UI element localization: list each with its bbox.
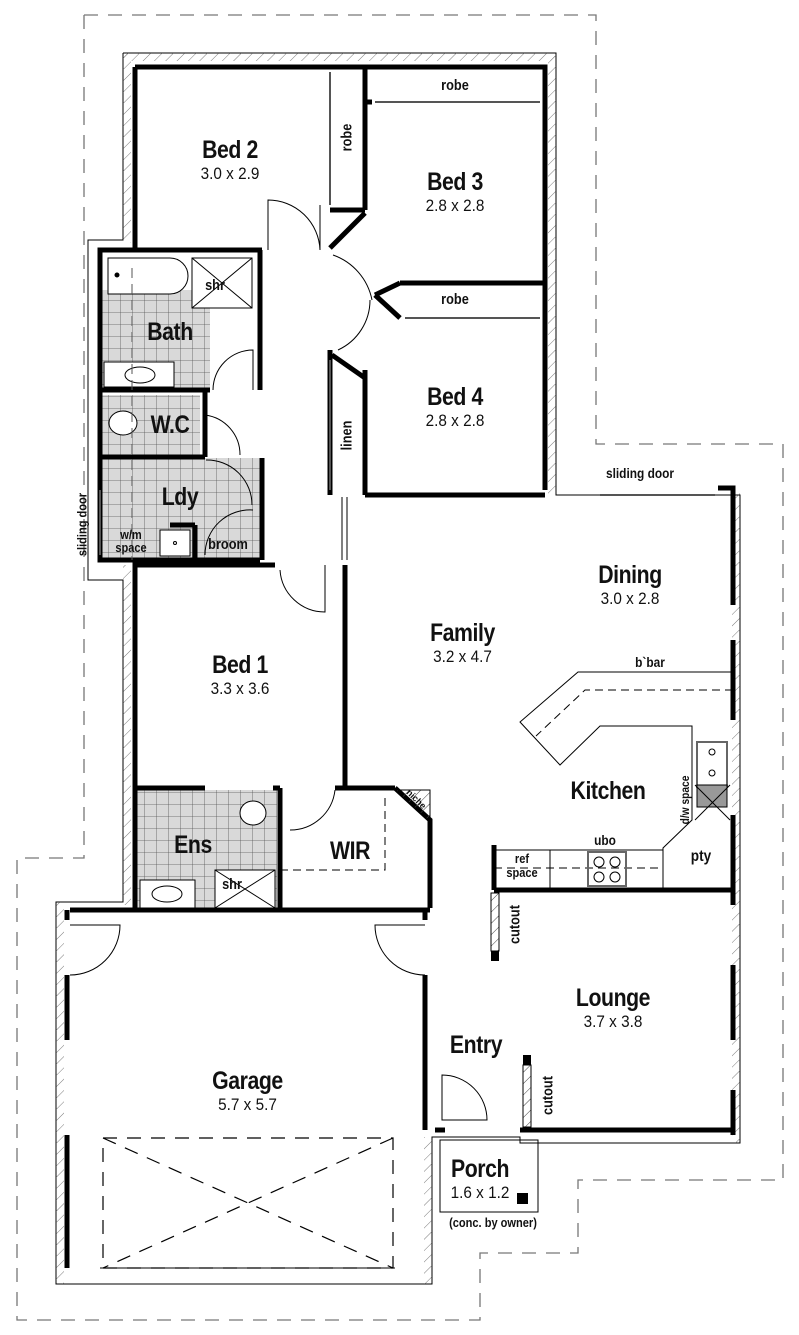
room-lounge: Lounge 3.7 x 3.8	[575, 984, 651, 1031]
walls	[64, 64, 736, 1268]
kitchen-benches	[494, 671, 733, 890]
label-cutout-entry: cutout	[539, 1076, 557, 1115]
room-garage: Garage 5.7 x 5.7	[212, 1067, 283, 1114]
label-robe-bed4: robe	[441, 291, 469, 308]
cutouts	[490, 892, 532, 1128]
site-boundary	[16, 14, 784, 1321]
label-shower-ensuite: shr	[222, 876, 242, 893]
room-bed3: Bed 3 2.8 x 2.8	[425, 168, 485, 215]
room-bed4: Bed 4 2.8 x 2.8	[425, 383, 485, 430]
room-family: Family 3.2 x 4.7	[430, 619, 495, 666]
fixtures	[103, 257, 276, 909]
room-bed1: Bed 1 3.3 x 3.6	[210, 651, 270, 698]
room-bath: Bath	[147, 318, 193, 346]
label-broom: broom	[208, 536, 248, 553]
label-pantry: pty	[690, 848, 712, 865]
label-breakfast-bar: b`bar	[635, 654, 665, 670]
label-ubo: ubo	[594, 832, 616, 848]
room-ensuite: Ens	[174, 831, 212, 859]
room-porch: Porch 1.6 x 1.2	[450, 1155, 510, 1202]
room-laundry: Ldy	[161, 483, 199, 511]
cladding-hatch	[56, 53, 740, 1284]
label-linen: linen	[338, 420, 356, 451]
room-wc: W.C	[150, 411, 190, 439]
room-wir: WIR	[329, 837, 371, 865]
label-sliding-door-dining: sliding door	[605, 465, 675, 481]
label-sliding-door-laundry: sliding door	[74, 492, 90, 557]
robe-diagonals	[328, 211, 402, 381]
robe-doors	[99, 72, 715, 555]
label-shower-bath: shr	[205, 277, 225, 294]
label-robe-bed3: robe	[441, 77, 469, 94]
label-ref-space: ref space	[506, 851, 538, 880]
label-porch-note: (conc. by owner)	[449, 1215, 537, 1230]
room-entry: Entry	[449, 1031, 503, 1059]
porch-outline	[439, 1139, 539, 1213]
label-wm-space: w/m space	[115, 527, 147, 555]
room-bed2: Bed 2 3.0 x 2.9	[200, 136, 260, 183]
label-dw-space: d/w space	[678, 775, 692, 825]
door-swings	[69, 199, 488, 1121]
room-kitchen: Kitchen	[570, 777, 646, 805]
porch-pier	[517, 1193, 528, 1204]
room-dining: Dining 3.0 x 2.8	[598, 561, 662, 608]
label-robe-bed2: robe	[338, 123, 356, 152]
wir-shelves	[280, 789, 431, 871]
label-cutout-kitchen: cutout	[506, 905, 524, 944]
garage-door	[102, 1137, 394, 1269]
